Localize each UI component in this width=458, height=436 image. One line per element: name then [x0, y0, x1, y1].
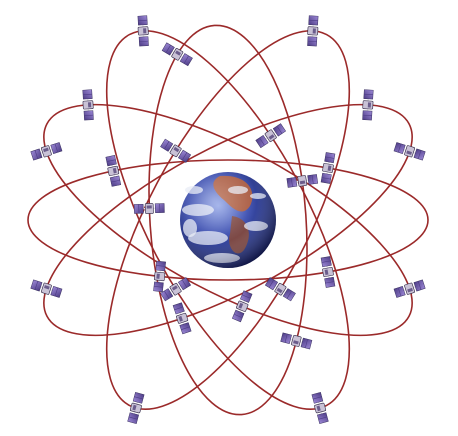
- satellite-icon: [31, 142, 63, 161]
- satellite-icon: [31, 279, 63, 298]
- satellite-icon: [307, 16, 319, 47]
- satellite-icon: [160, 139, 191, 163]
- satellite-icon: [82, 90, 94, 121]
- satellite-icon: [160, 277, 191, 301]
- satellite-icon: [362, 90, 374, 121]
- satellite-icon: [137, 16, 149, 47]
- satellite-icon: [134, 203, 164, 214]
- satellite-icon: [127, 392, 144, 424]
- earth-icon: [180, 172, 276, 268]
- satellite-icon: [173, 302, 192, 334]
- satellite-icon: [105, 155, 121, 186]
- earth-shading: [180, 172, 276, 268]
- satellite-icon: [281, 332, 313, 349]
- satellite-icon: [287, 174, 318, 188]
- satellite-icon: [265, 277, 296, 301]
- satellite-icon: [394, 279, 426, 298]
- satellite-icon: [232, 291, 253, 323]
- satellite-icon: [394, 142, 426, 161]
- satellite-icon: [311, 392, 328, 424]
